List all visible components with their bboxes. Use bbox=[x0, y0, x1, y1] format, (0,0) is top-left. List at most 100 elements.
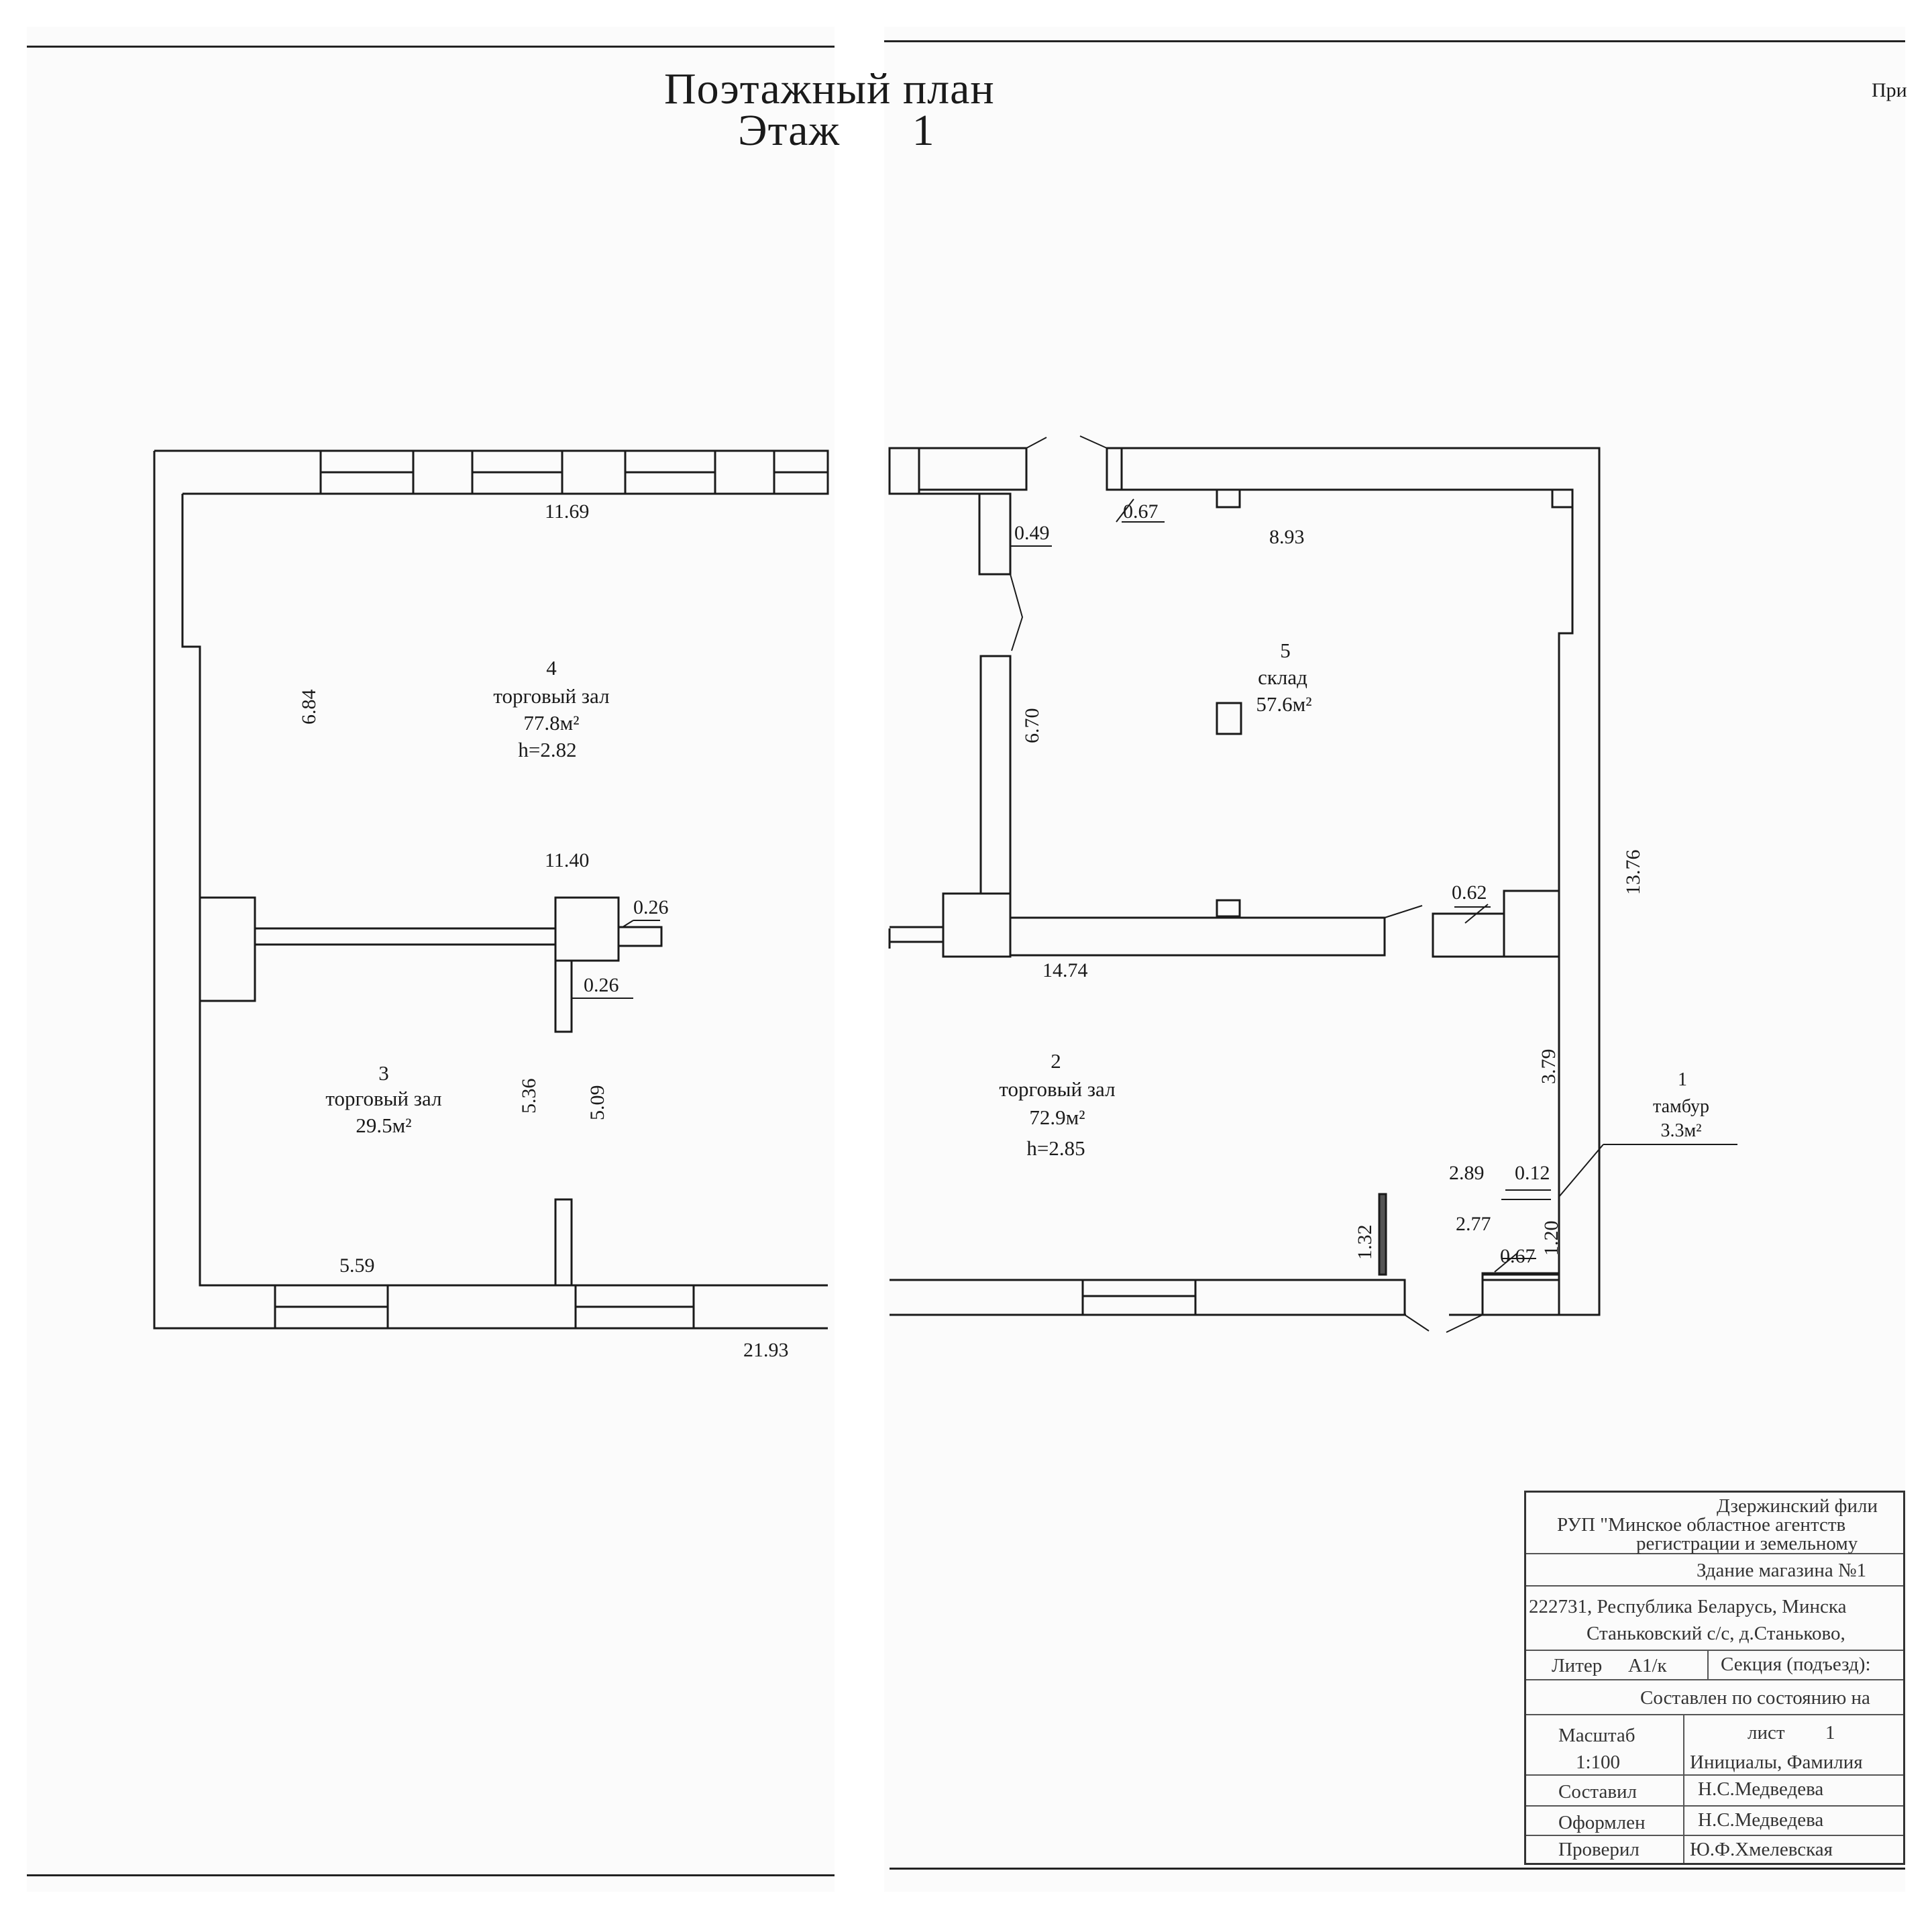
compiled-label: Составил bbox=[1558, 1781, 1638, 1803]
dim-11-40: 11.40 bbox=[545, 849, 589, 871]
dim-5-59: 5.59 bbox=[339, 1254, 375, 1277]
door-swing bbox=[1026, 435, 1108, 449]
initials-label: Инициалы, Фамилия bbox=[1690, 1752, 1863, 1773]
room-5-number: 5 bbox=[1280, 639, 1291, 662]
dim-1-20: 1.20 bbox=[1540, 1221, 1562, 1256]
address-line-1: 222731, Республика Беларусь, Минска bbox=[1529, 1596, 1847, 1617]
door-swing bbox=[1404, 1314, 1483, 1333]
niche bbox=[1216, 488, 1241, 508]
column bbox=[1216, 702, 1242, 735]
column bbox=[554, 896, 620, 962]
org-line-3: регистрации и земельному bbox=[1636, 1533, 1858, 1554]
room-2-name: торговый зал bbox=[999, 1077, 1115, 1101]
drawn-name: Н.С.Медведева bbox=[1698, 1809, 1824, 1831]
top-frame-line-right bbox=[884, 40, 1905, 42]
room-2-area: 72.9м² bbox=[1029, 1106, 1085, 1129]
scale-value: 1:100 bbox=[1576, 1752, 1621, 1773]
partition-stub bbox=[1378, 1193, 1387, 1276]
top-frame-line-left bbox=[27, 46, 835, 48]
wall-segment bbox=[978, 492, 1012, 576]
dim-2-89: 2.89 bbox=[1449, 1162, 1485, 1184]
room-3-area: 29.5м² bbox=[356, 1114, 411, 1137]
dim-5-36: 5.36 bbox=[518, 1079, 540, 1114]
title-block-checked: Проверил Ю.Ф.Хмелевская bbox=[1526, 1836, 1903, 1863]
title-block-drawn: Оформлен Н.С.Медведева bbox=[1526, 1807, 1903, 1836]
dim-0-62: 0.62 bbox=[1452, 881, 1487, 904]
scale-label: Масштаб bbox=[1558, 1725, 1635, 1746]
title-block-address: 222731, Республика Беларусь, Минска Стан… bbox=[1526, 1587, 1903, 1651]
liter-value: А1/к bbox=[1628, 1655, 1667, 1676]
room-4-height: h=2.82 bbox=[518, 738, 576, 761]
dim-0-26-b: 0.26 bbox=[584, 974, 619, 996]
title-block: Дзержинский фили РУП "Минское областное … bbox=[1524, 1491, 1905, 1865]
title-block-compiled: Составил Н.С.Медведева bbox=[1526, 1776, 1903, 1807]
niche bbox=[1216, 899, 1241, 918]
dim-3-79: 3.79 bbox=[1538, 1049, 1560, 1085]
partition-stub bbox=[554, 1198, 573, 1287]
wall-block bbox=[1481, 1273, 1560, 1316]
dim-13-76: 13.76 bbox=[1622, 850, 1644, 896]
room-5-name: склад bbox=[1258, 665, 1307, 689]
dim-0-67-bottom: 0.67 bbox=[1500, 1245, 1536, 1267]
floor-label: Этаж 1 bbox=[738, 109, 935, 153]
wall-block bbox=[1194, 1279, 1406, 1316]
sheet-gutter bbox=[835, 0, 884, 1932]
org-line-1: Дзержинский фили bbox=[1717, 1495, 1878, 1517]
room-4-number: 4 bbox=[546, 656, 557, 680]
niche bbox=[1551, 488, 1574, 508]
dim-0-26-a: 0.26 bbox=[633, 896, 669, 918]
room-1-area: 3.3м² bbox=[1660, 1120, 1701, 1141]
dim-5-09: 5.09 bbox=[586, 1085, 608, 1121]
outer-wall-left bbox=[153, 449, 828, 1330]
room-2-number: 2 bbox=[1051, 1049, 1061, 1073]
window bbox=[1081, 1279, 1197, 1316]
room-1-number: 1 bbox=[1678, 1069, 1687, 1090]
wall-block bbox=[918, 447, 1028, 491]
room-5-area: 57.6м² bbox=[1256, 692, 1311, 716]
dim-14-74: 14.74 bbox=[1042, 959, 1088, 981]
title-block-liter: Литер А1/к Секция (подъезд): bbox=[1526, 1651, 1903, 1680]
wall-pier bbox=[199, 896, 256, 1002]
title-block-state: Составлен по состоянию на bbox=[1526, 1680, 1903, 1715]
left-sheet bbox=[27, 27, 835, 1892]
dim-6-84: 6.84 bbox=[298, 690, 320, 725]
bottom-frame-line-right bbox=[890, 1868, 1905, 1870]
door-swing bbox=[1384, 905, 1423, 918]
partition-stub bbox=[554, 959, 573, 1033]
title-block-object: Здание магазина №1 bbox=[1526, 1554, 1903, 1587]
plan-title: Поэтажный план bbox=[664, 64, 995, 113]
org-line-2: РУП "Минское областное агентств bbox=[1557, 1514, 1846, 1536]
address-line-2: Станьковский с/с, д.Станьково, bbox=[1587, 1623, 1845, 1644]
wall-segment bbox=[979, 655, 1012, 895]
floor-number: 1 bbox=[912, 106, 935, 155]
liter-label: Литер bbox=[1552, 1655, 1603, 1676]
room-4-name: торговый зал bbox=[493, 684, 609, 708]
wall-block bbox=[942, 892, 1012, 958]
wall-block bbox=[1106, 447, 1123, 491]
door-swing bbox=[1010, 574, 1024, 651]
compiled-name: Н.С.Медведева bbox=[1698, 1778, 1824, 1800]
partition-4-3 bbox=[255, 927, 555, 946]
checked-label: Проверил bbox=[1558, 1839, 1640, 1860]
window bbox=[888, 447, 920, 495]
floor-label-text: Этаж bbox=[738, 106, 841, 155]
column bbox=[1503, 890, 1560, 958]
bottom-frame-line-left bbox=[27, 1874, 835, 1876]
room-1-name: тамбур bbox=[1653, 1096, 1709, 1117]
dim-6-70: 6.70 bbox=[1021, 708, 1043, 744]
outer-wall-right bbox=[890, 447, 1601, 1316]
sheet-value: 1 bbox=[1825, 1722, 1835, 1743]
sheet-label: лист bbox=[1748, 1722, 1785, 1743]
room-3-number: 3 bbox=[378, 1061, 389, 1085]
dim-21-93: 21.93 bbox=[743, 1339, 789, 1361]
dim-0-67-top: 0.67 bbox=[1123, 500, 1159, 523]
column-stub bbox=[617, 926, 663, 947]
dim-11-69: 11.69 bbox=[545, 500, 589, 523]
room-4-area: 77.8м² bbox=[523, 711, 579, 735]
partition-5-2 bbox=[1010, 916, 1386, 957]
dim-2-77: 2.77 bbox=[1456, 1213, 1491, 1235]
dim-0-12: 0.12 bbox=[1515, 1162, 1550, 1184]
dim-0-49: 0.49 bbox=[1014, 522, 1050, 544]
title-block-org: Дзержинский фили РУП "Минское областное … bbox=[1526, 1493, 1903, 1554]
